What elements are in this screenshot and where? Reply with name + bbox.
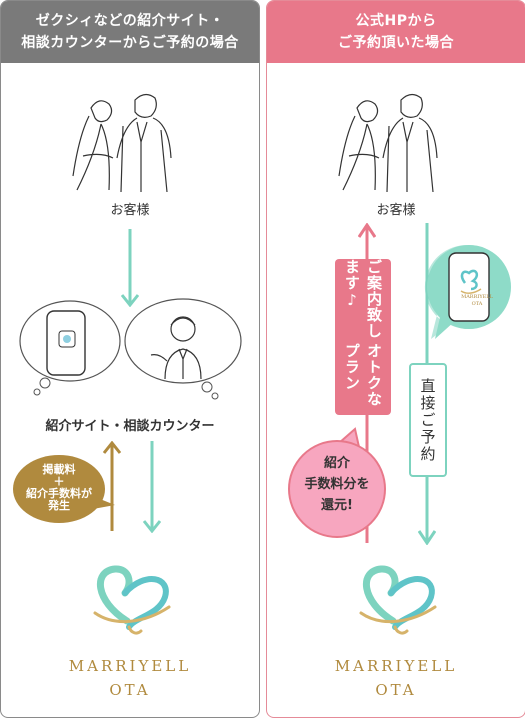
refund-bubble: 紹介 手数料分を 還元!: [289, 453, 385, 516]
staff-icon: [124, 298, 242, 400]
phone-brand: MARRIYELL OTA: [457, 294, 497, 308]
fee-line-1: 掲載料: [42, 463, 76, 476]
left-arrow-down-2-icon: [143, 441, 161, 533]
left-customer-label: お客様: [110, 203, 150, 218]
left-panel: ゼクシィなどの紹介サイト・ 相談カウンターからご予約の場合 お客様: [0, 0, 260, 718]
right-header: 公式HPから ご予約頂いた場合: [267, 1, 525, 63]
left-header: ゼクシィなどの紹介サイト・ 相談カウンターからご予約の場合: [1, 1, 259, 63]
left-header-line-2: 相談カウンターからご予約の場合: [21, 35, 239, 51]
phone-icon: [424, 244, 511, 339]
right-header-line-1: 公式HPから: [355, 13, 437, 29]
fee-line-2: ＋: [53, 475, 65, 488]
right-brand-sub: OTA: [375, 681, 417, 699]
fee-line-3: 紹介手数料が: [26, 487, 92, 500]
direct-pill: 直接ご予約: [409, 363, 447, 477]
phone-icon: [19, 300, 121, 396]
left-header-line-1: ゼクシィなどの紹介サイト・: [35, 13, 225, 29]
right-panel: 公式HPから ご予約頂いた場合 お客様 オトクなプラン ご案内致します♪ 直接ご…: [266, 0, 525, 718]
left-arrow-down-icon: [121, 229, 139, 307]
refund-bubble-shape: [288, 427, 386, 538]
right-header-line-2: ご予約頂いた場合: [338, 35, 454, 51]
phone-brand-sub: OTA: [471, 301, 483, 307]
refund-line-3: 還元!: [321, 498, 353, 513]
fee-bubble-shape: [13, 455, 115, 523]
logo-icon: [93, 565, 171, 635]
couple-illustration-icon: [72, 93, 172, 193]
phone-brand-name: MARRIYELL: [461, 294, 493, 300]
fee-bubble: 掲載料 ＋ 紹介手数料が 発生: [15, 464, 103, 512]
plan-pill: オトクなプラン ご案内致します♪: [335, 259, 391, 415]
left-counter-label: 紹介サイト・相談カウンター: [45, 419, 215, 434]
couple-illustration-icon: [338, 93, 438, 193]
right-customer-label: お客様: [376, 203, 416, 218]
refund-line-2: 手数料分を: [304, 477, 370, 492]
logo-icon: [359, 565, 437, 635]
direct-text: 直接ご予約: [418, 377, 437, 463]
fee-line-4: 発生: [48, 499, 70, 512]
left-arrow-up-icon: [103, 441, 121, 531]
right-brand-name: MARRIYELL: [334, 657, 458, 675]
left-brand-name: MARRIYELL: [68, 657, 192, 675]
refund-line-1: 紹介: [323, 456, 350, 471]
left-brand-sub: OTA: [109, 681, 151, 699]
plan-line-2: ご案内致します♪: [343, 259, 383, 339]
plan-line-1: オトクなプラン: [343, 343, 383, 408]
